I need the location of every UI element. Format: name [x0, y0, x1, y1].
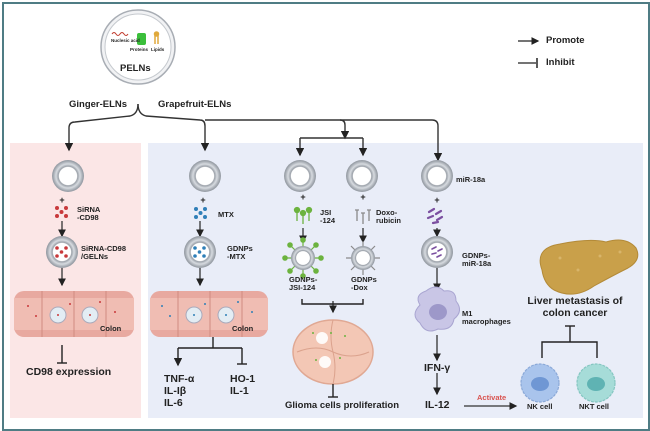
mtx-vesicle: [189, 160, 221, 192]
colon-tissue-mtx: [150, 291, 268, 337]
peln-vesicle: [100, 9, 176, 85]
lipids-label: Lipids: [151, 47, 165, 52]
sirna-cargo-icon: [55, 206, 68, 218]
branch-grapefruit-label: Grapefruit-ELNs: [158, 99, 232, 110]
glioma-proliferation-label: Glioma cells proliferation: [285, 400, 400, 411]
mir-18a-label: miR-18a: [456, 175, 486, 184]
nkt-cell-image: [576, 363, 616, 403]
empty-vesicles: [52, 160, 453, 192]
legend-inhibit: Inhibit: [546, 57, 575, 68]
mtx-label: MTX: [218, 210, 234, 219]
il-12-label: IL-12: [425, 399, 450, 411]
gdnps-mir-label: GDNPs- miR-18a: [462, 251, 492, 269]
svg-text:+: +: [200, 195, 205, 205]
glioma-merge-connector: [301, 299, 364, 305]
dox-vesicle: [346, 160, 378, 192]
gdnps-dox-label: GDNPs -Dox: [351, 275, 377, 293]
protein-icon: [137, 33, 146, 45]
svg-text:+: +: [300, 192, 305, 202]
liver-image: [539, 239, 639, 295]
nk-cell-label: NK cell: [527, 402, 553, 411]
nkt-cell-label: NKT cell: [579, 402, 610, 411]
liver-metastasis-label: Liver metastasis of colon cancer: [527, 295, 623, 319]
gdnps-mir-vesicle: [421, 236, 453, 268]
mir-cargo-icon: [426, 207, 444, 225]
nk-cell-image: [520, 363, 560, 403]
inhibit-bar-icon: [518, 58, 538, 68]
liver-inhibit-connector: [541, 325, 598, 358]
colon-label-ginger: Colon: [100, 324, 122, 333]
loaded-vesicles: [46, 236, 453, 279]
gdnps-jsi-label: GDNPs- JSI-124: [289, 275, 318, 293]
branch-connectors: [64, 103, 443, 162]
m1-macrophages-label: M1 macrophages: [462, 309, 511, 327]
m1-macrophage-image: [414, 286, 460, 332]
svg-text:+: +: [59, 195, 64, 205]
colon-tissue-ginger: [14, 291, 134, 337]
mtx-branch-connectors: [173, 337, 247, 367]
dox-cargo-icon: [355, 209, 371, 224]
mtx-cargo-icon: [194, 207, 207, 219]
flow-arrows: [58, 221, 518, 410]
peln-title: PELNs: [120, 63, 151, 74]
mir-vesicle: [421, 160, 453, 192]
ginger-vesicle: [52, 160, 84, 192]
gdnps-dox-vesicle: [346, 241, 380, 275]
activate-label: Activate: [477, 393, 507, 402]
proteins-label: Proteins: [130, 47, 149, 52]
inhibit-glioma-icon: [328, 384, 338, 398]
colon-label-mtx: Colon: [232, 324, 254, 333]
ifn-gamma-label: IFN-γ: [424, 362, 451, 374]
branch-ginger-label: Ginger-ELNs: [69, 99, 128, 110]
inhibit-cd98-icon: [57, 345, 67, 364]
gdnps-mtx-label: GDNPs -MTX: [227, 244, 253, 262]
doxorubicin-label: Doxo- rubicin: [376, 208, 402, 226]
lipid-icon: [153, 31, 160, 44]
nucleic-acid-label: Nuclesic acid: [111, 38, 140, 43]
legend-promote: Promote: [546, 35, 585, 46]
jsi-124-label: JSI -124: [320, 208, 336, 226]
gdnps-jsi-vesicle: [282, 237, 324, 279]
glioma-brain-image: [292, 319, 374, 385]
jsi-cargo-icon: [293, 206, 313, 224]
inhibited-cytokines-list: HO-1 IL-1: [230, 373, 256, 397]
jsi-vesicle: [284, 160, 316, 192]
sirna-gelns-label: SiRNA-CD98 /GELNs: [81, 244, 127, 262]
cd98-expression-label: CD98 expression: [26, 366, 112, 378]
svg-text:+: +: [434, 195, 439, 205]
promoted-cytokines-list: TNF-α IL-Iβ IL-6: [164, 373, 195, 409]
nucleic-acid-icon: [111, 32, 129, 36]
sirna-cd98-label: SiRNA -CD98: [77, 205, 101, 223]
svg-text:+: +: [360, 192, 365, 202]
